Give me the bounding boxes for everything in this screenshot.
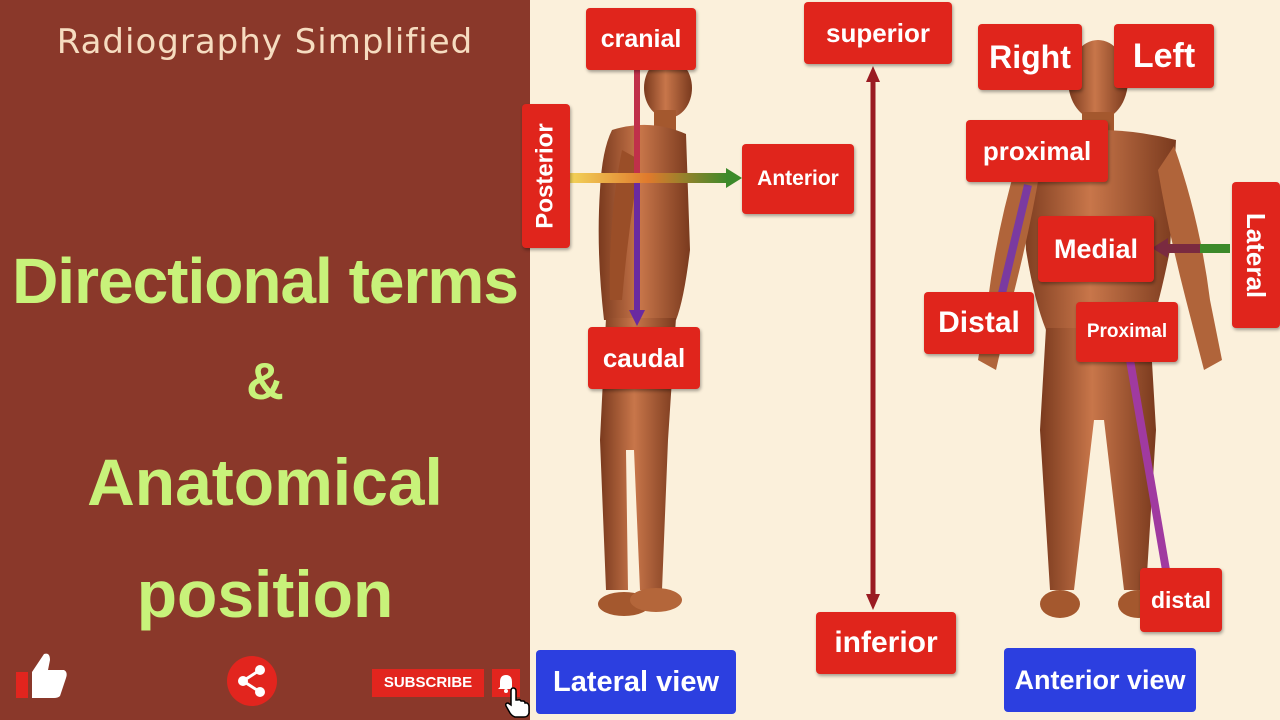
label-proximal-upper: proximal: [966, 120, 1108, 182]
label-medial: Medial: [1038, 216, 1154, 282]
title-line-3: position: [136, 557, 394, 631]
label-proximal-lower: Proximal: [1076, 302, 1178, 362]
label-left: Left: [1114, 24, 1214, 88]
hand-cursor-icon: [505, 687, 530, 718]
subscribe-button[interactable]: SUBSCRIBE: [372, 669, 484, 697]
label-anterior: Anterior: [742, 144, 854, 214]
label-right: Right: [978, 24, 1082, 90]
anterior-view-button[interactable]: Anterior view: [1004, 648, 1196, 712]
upper-limb-line: [994, 184, 1032, 311]
thumbs-up-icon[interactable]: [14, 650, 68, 700]
title-line-2: Anatomical: [87, 445, 443, 519]
medial-lateral-arrow: [1152, 238, 1230, 258]
lower-limb-line: [1126, 359, 1170, 571]
label-caudal: caudal: [588, 327, 700, 389]
title-ampersand: &: [246, 353, 284, 411]
title-line-1: Directional terms: [12, 245, 519, 317]
label-inferior: inferior: [816, 612, 956, 674]
bell-icon: [498, 675, 514, 693]
label-superior: superior: [804, 2, 952, 64]
lateral-view-button[interactable]: Lateral view: [536, 650, 736, 714]
channel-name: Radiography Simplified: [56, 22, 474, 62]
label-posterior: Posterior: [522, 104, 570, 248]
posterior-anterior-arrow: [568, 168, 742, 188]
share-icon[interactable]: [226, 655, 278, 707]
title-panel: [0, 0, 530, 720]
superior-inferior-arrow: [866, 66, 880, 610]
bell-button[interactable]: [492, 669, 520, 697]
label-lateral: Lateral: [1232, 182, 1280, 328]
label-distal-upper: Distal: [924, 292, 1034, 354]
cranial-caudal-arrow: [629, 70, 645, 326]
label-distal-lower: distal: [1140, 568, 1222, 632]
label-cranial: cranial: [586, 8, 696, 70]
